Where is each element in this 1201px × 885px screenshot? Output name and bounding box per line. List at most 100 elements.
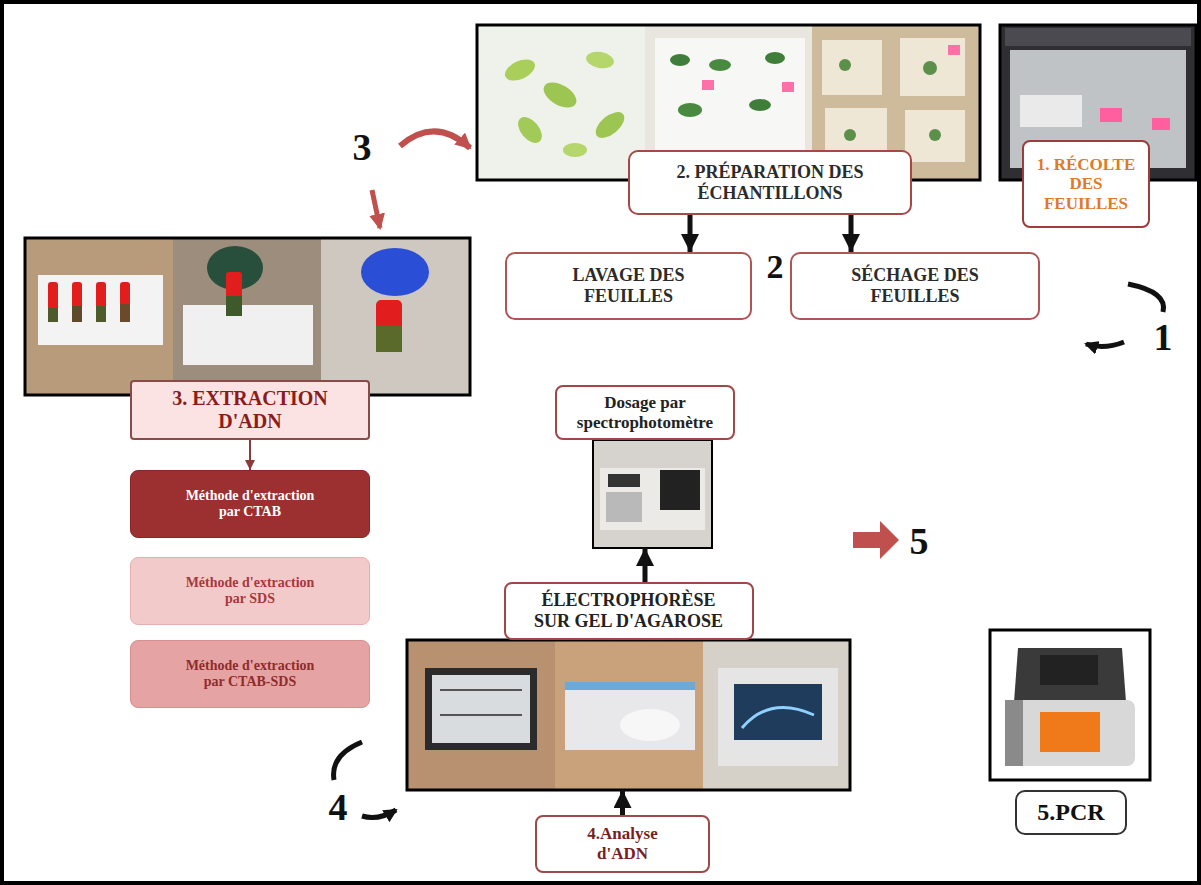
freezer-photo: [1020, 95, 1082, 127]
thermocycler-photo: [990, 630, 1150, 780]
extraction-photo-strip: [226, 272, 242, 316]
box-text: ÉLECTROPHORÈSE SUR GEL D'AGAROSE: [524, 590, 734, 631]
extraction-photo-strip: [72, 306, 82, 322]
box-outline: ÉLECTROPHORÈSE SUR GEL D'AGAROSE: [504, 582, 754, 640]
electrophoresis-photo-strip: [555, 640, 703, 790]
extraction-photo-strip: [173, 238, 321, 395]
process-box: SÉCHAGE DES FEUILLES: [790, 252, 1040, 320]
spectrophotometer-photo: [593, 440, 712, 548]
leaves-photo-strip: [585, 50, 615, 71]
electrophoresis-photo-strip: [407, 640, 555, 790]
freezer-photo: [1152, 118, 1170, 130]
leaves-photo-strip: [670, 54, 690, 66]
step-title-box: 3. EXTRACTION D'ADN: [130, 380, 370, 440]
step-arrows: [334, 131, 1164, 817]
thermocycler-photo: [1040, 712, 1100, 752]
leaves-photo-strip: [709, 59, 731, 71]
box-outline: Méthode d'extraction par SDS: [130, 557, 370, 625]
extraction-photo-strip: [25, 238, 173, 395]
flow-arrow: [620, 790, 625, 815]
step-title-box: 2. PRÉPARATION DES ÉCHANTILLONS: [628, 150, 912, 215]
box-outline: 1. RÉCOLTE DES FEUILLES: [1022, 140, 1150, 228]
leaves-photo-strip: [900, 38, 965, 96]
box-outline: 5.PCR: [1015, 790, 1127, 835]
box-text: 2. PRÉPARATION DES ÉCHANTILLONS: [640, 162, 900, 203]
box-text: Méthode d'extraction par CTAB: [176, 488, 324, 520]
leaves-photo-strip: [765, 52, 785, 64]
extraction-photo-strip: [38, 275, 163, 345]
extraction-photo-strip: [376, 326, 402, 352]
freezer-photo: [1005, 28, 1191, 46]
method-box: Méthode d'extraction par CTAB: [130, 470, 370, 538]
electrophoresis-photo-strip: [718, 668, 838, 766]
electrophoresis-photo-strip: [407, 640, 850, 790]
picture-area: [555, 440, 735, 548]
flow-arrow: [249, 440, 251, 470]
box-text: 3. EXTRACTION D'ADN: [162, 387, 338, 433]
process-box: ÉLECTROPHORÈSE SUR GEL D'AGAROSE: [407, 582, 850, 790]
leaves-photo-strip: [782, 82, 794, 92]
leaves-photo-strip: [502, 55, 539, 85]
electrophoresis-photo-strip: [565, 682, 695, 690]
box-outline: 2. PRÉPARATION DES ÉCHANTILLONS: [628, 150, 912, 215]
leaves-photo-strip: [655, 38, 805, 166]
leaves-photo-strip: [844, 129, 856, 141]
box-text: 5.PCR: [1037, 799, 1104, 827]
flow-arrow: [643, 548, 648, 582]
electrophoresis-photo-strip: [734, 684, 822, 740]
box-text: 4.Analyse d'ADN: [577, 824, 668, 863]
step-arrows: [1086, 342, 1124, 347]
extraction-photo-strip: [376, 300, 402, 352]
electrophoresis-photo-strip: [742, 707, 814, 728]
extraction-photo-strip: [48, 308, 58, 322]
box-outline: LAVAGE DES FEUILLES: [505, 252, 752, 320]
callout-number: 4: [322, 788, 354, 826]
thermocycler-photo: [990, 630, 1150, 780]
extraction-photo-strip: [226, 296, 242, 316]
box-text: Méthode d'extraction par CTAB-SDS: [176, 658, 324, 690]
spectrophotometer-photo: [593, 440, 712, 548]
box-text: Dosage par spectrophotomètre: [565, 393, 725, 432]
electrophoresis-photo-strip: [425, 668, 537, 750]
leaves-photo-strip: [513, 113, 546, 148]
freezer-photo: [1100, 108, 1122, 122]
box-text: SÉCHAGE DES FEUILLES: [822, 265, 1008, 306]
spectrophotometer-photo: [600, 468, 705, 530]
leaves-photo-strip: [905, 110, 965, 162]
electrophoresis-photo-strip: [440, 689, 522, 691]
step-arrows: [334, 742, 362, 780]
spectrophotometer-photo: [608, 474, 640, 487]
box-outline: Méthode d'extraction par CTAB-SDS: [130, 640, 370, 708]
electrophoresis-photo-strip: [703, 640, 850, 790]
leaves-photo-strip: [839, 59, 851, 71]
electrophoresis-photo-strip: [432, 675, 530, 743]
electrophoresis-photo-strip: [440, 714, 522, 716]
extraction-photo-strip: [48, 282, 58, 322]
electrophoresis-photo-strip: [407, 640, 850, 790]
extraction-photo-strip: [120, 304, 130, 322]
flow-arrow: [849, 215, 854, 252]
leaves-photo-strip: [923, 61, 937, 75]
extraction-photo-strip: [96, 282, 106, 322]
thermocycler-photo: [1005, 700, 1135, 766]
box-outline: Méthode d'extraction par CTAB: [130, 470, 370, 538]
box-outline: Dosage par spectrophotomètre: [555, 385, 735, 440]
thermocycler-photo: [1005, 700, 1023, 766]
leaves-photo-strip: [749, 99, 771, 111]
callout-number: 5: [903, 522, 935, 560]
extraction-photo-strip: [96, 306, 106, 322]
electrophoresis-photo-strip: [620, 709, 680, 741]
callout-number: 3: [345, 128, 379, 166]
extraction-photo-strip: [120, 282, 130, 322]
callout-number: 1: [1148, 318, 1178, 356]
leaves-photo-strip: [929, 129, 941, 141]
box-outline: SÉCHAGE DES FEUILLES: [790, 252, 1040, 320]
extraction-photo-strip: [25, 238, 470, 395]
extraction-photo-strip: [361, 248, 429, 296]
step-arrows: [362, 810, 396, 818]
spectrophotometer-photo: [593, 440, 712, 548]
step-title-box: 1. RÉCOLTE DES FEUILLES: [1022, 140, 1150, 228]
